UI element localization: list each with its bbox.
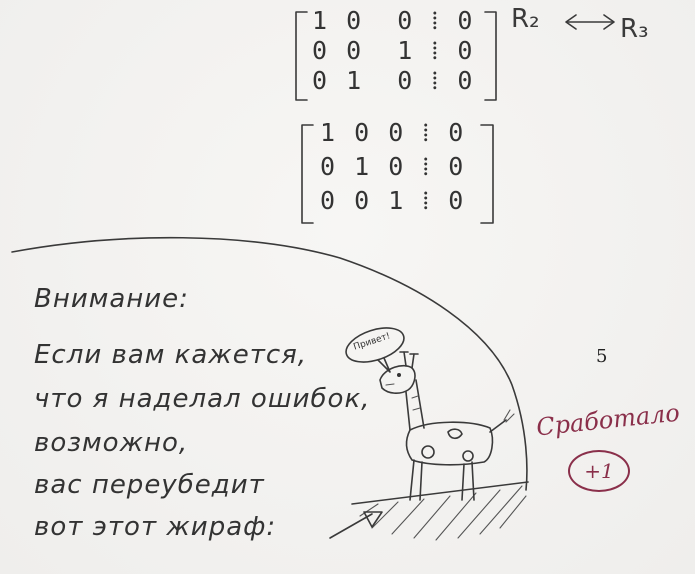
hill-outline <box>11 236 528 491</box>
matrix-2-row-3: 0 0 1 ⁞ 0 <box>320 186 466 215</box>
note-line-6: вот этот жираф: <box>34 512 277 542</box>
matrix-1-row-2: 0 0 1 ⁞ 0 <box>312 36 475 65</box>
note-line-2: Если вам кажется, <box>34 340 308 370</box>
pointer-arrow-icon <box>329 511 383 539</box>
swap-arrow-icon <box>565 14 615 30</box>
row-operation-left: R₂ <box>511 4 540 34</box>
matrix-2-row-1: 1 0 0 ⁞ 0 <box>320 118 466 147</box>
speech-bubble <box>345 327 405 373</box>
row-operation-right: R₃ <box>620 14 649 44</box>
matrix-1-row-1: 1 0 0 ⁞ 0 <box>312 6 475 35</box>
note-line-5: вас переубедит <box>34 470 265 500</box>
matrix-1-row-3: 0 1 0 ⁞ 0 <box>312 66 475 95</box>
grade-mark: +1 <box>568 450 630 492</box>
ground-hatching <box>351 481 529 541</box>
note-line-3: что я наделал ошибок, <box>34 384 371 414</box>
giraffe-drawing <box>379 351 515 501</box>
matrix2-brackets <box>301 124 494 224</box>
note-line-4: возможно, <box>34 428 189 458</box>
matrix1-brackets <box>295 11 497 101</box>
matrix-2-row-2: 0 1 0 ⁞ 0 <box>320 152 466 181</box>
note-line-1: Внимание: <box>34 284 189 314</box>
page-number: 5 <box>596 346 608 367</box>
